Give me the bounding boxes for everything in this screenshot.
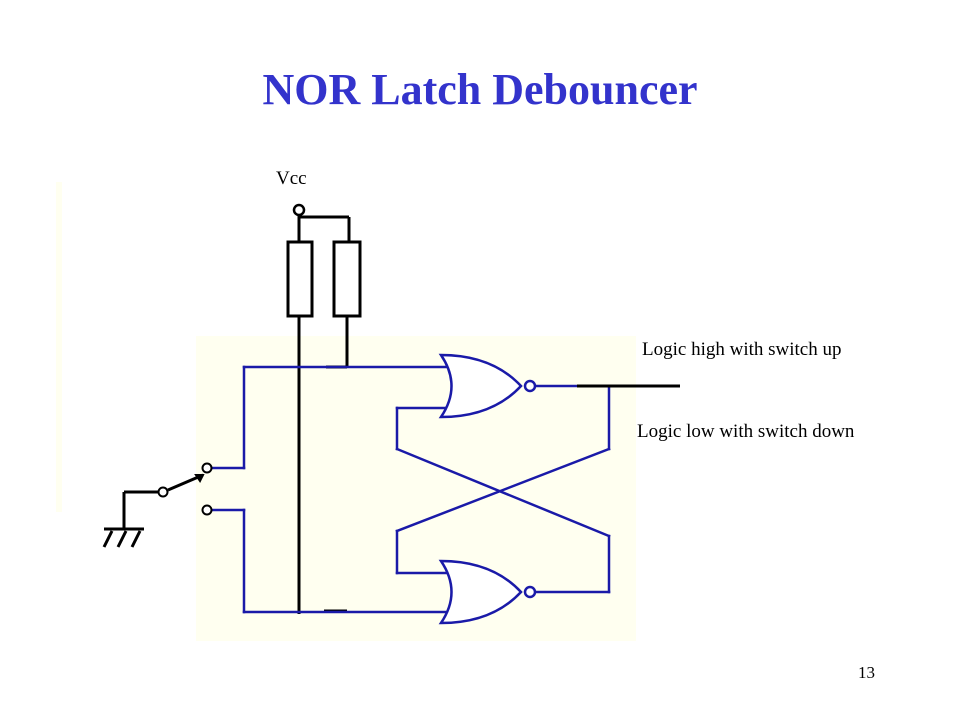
switch-contact-down	[201, 504, 213, 516]
slide-title: NOR Latch Debouncer	[262, 65, 698, 114]
vcc-supply	[292, 203, 351, 242]
vcc-label: Vcc	[276, 168, 307, 189]
page-number: 13	[858, 663, 875, 682]
pull-up-resistor-1	[286, 240, 314, 318]
switch-contact-up	[201, 462, 213, 474]
ground-icon	[102, 490, 158, 548]
spdt-switch	[157, 462, 213, 516]
output-low-label: Logic low with switch down	[637, 421, 855, 442]
vcc-terminal	[292, 203, 306, 217]
nor-gate-bottom-bubble	[523, 585, 537, 599]
switch-arm-tip	[194, 474, 205, 483]
nor-gate-top-bubble	[523, 379, 537, 393]
switch-pivot	[157, 486, 169, 498]
output-high-label: Logic high with switch up	[642, 339, 842, 360]
nor-gate-top	[438, 353, 537, 419]
pull-up-resistor-2	[332, 240, 362, 318]
background-panels	[56, 182, 636, 641]
nor-gate-bottom	[438, 559, 537, 625]
